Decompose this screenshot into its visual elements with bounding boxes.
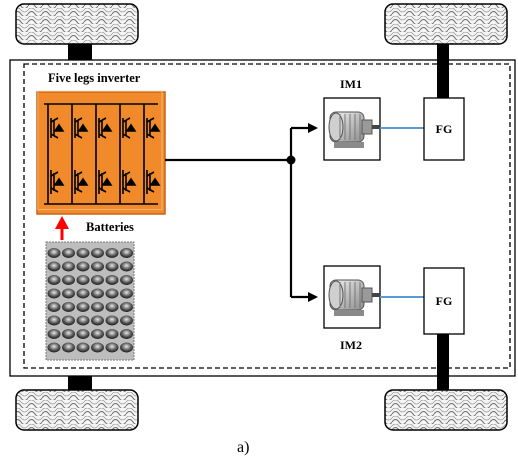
inverter-label: Five legs inverter xyxy=(48,71,141,85)
final-gear-1-label: FG xyxy=(436,122,453,136)
axle-rear-left xyxy=(68,376,92,390)
axle-front-left xyxy=(68,44,92,60)
inverter-block xyxy=(36,90,166,215)
final-gear-2: FG xyxy=(423,267,465,335)
tire-front-left xyxy=(15,3,139,45)
batteries-label: Batteries xyxy=(86,220,134,234)
figure-caption: a) xyxy=(237,439,249,456)
final-gear-1: FG xyxy=(423,97,465,161)
battery-pack xyxy=(45,241,135,361)
power-wiring xyxy=(165,123,318,302)
bus-junction xyxy=(286,155,296,165)
axle-rear-right xyxy=(437,334,449,390)
tire-rear-left xyxy=(15,389,139,431)
tire-rear-right xyxy=(384,389,508,431)
motor-1-label: IM1 xyxy=(340,77,362,91)
tire-front-right xyxy=(384,3,508,45)
energy-flow-arrow xyxy=(55,216,69,240)
final-gear-2-label: FG xyxy=(436,294,453,308)
chassis-frame xyxy=(9,59,516,377)
motor-1 xyxy=(323,97,381,161)
motor-2-label: IM2 xyxy=(340,338,362,352)
system-boundary xyxy=(23,63,511,369)
motor-2 xyxy=(323,265,381,329)
